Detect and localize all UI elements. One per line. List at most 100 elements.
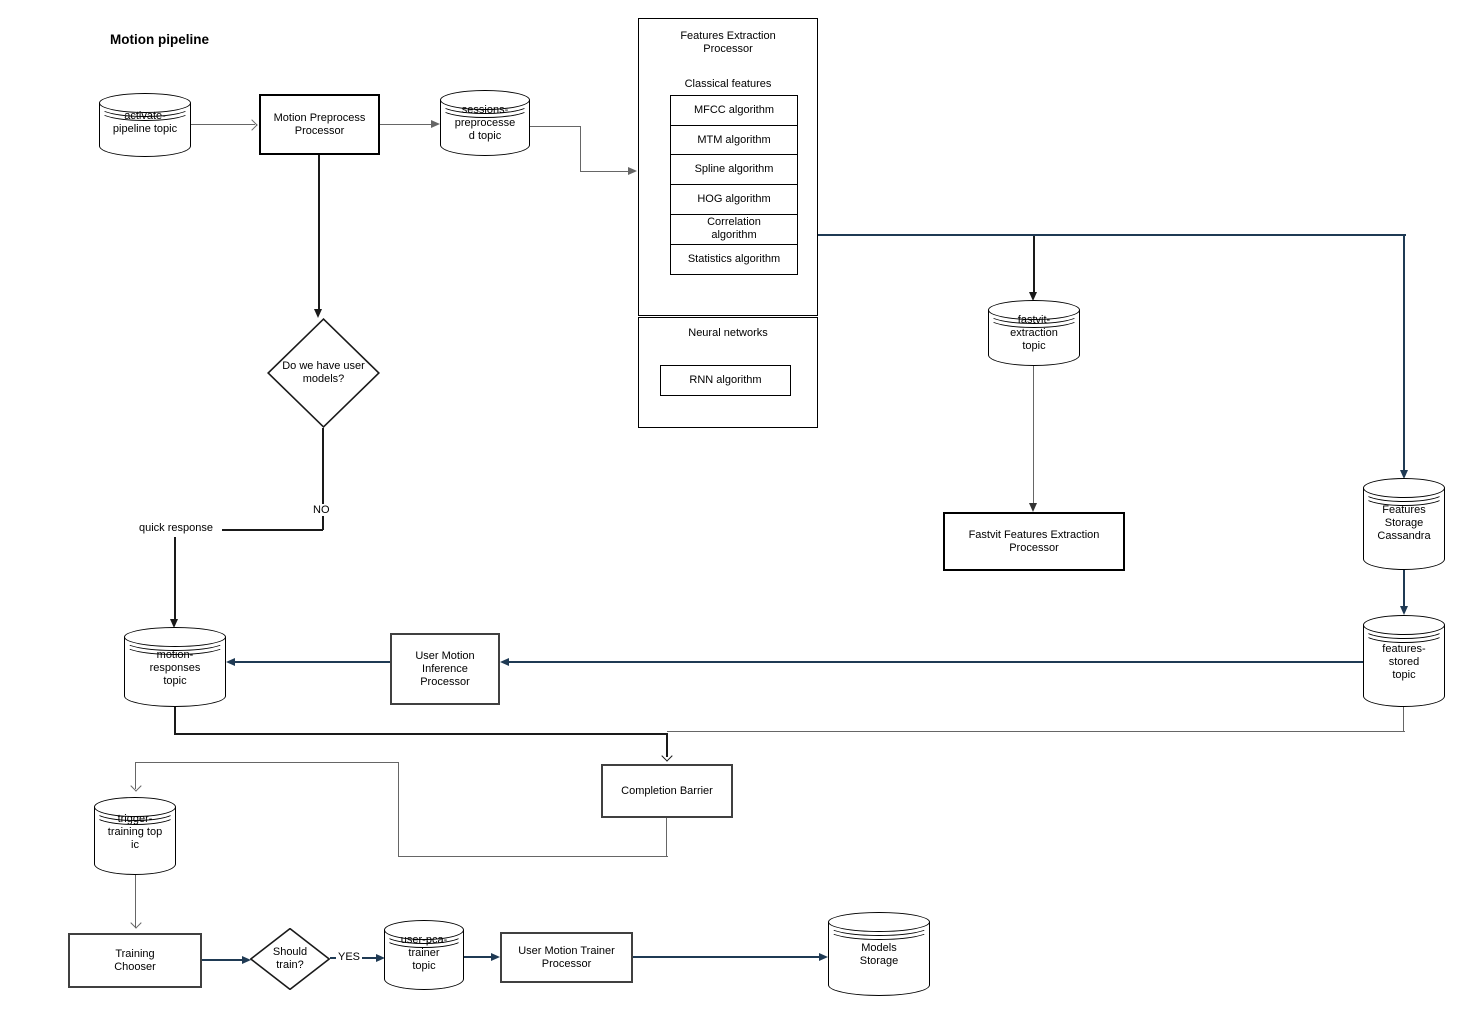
- features-box-title: Features Extraction Processor: [680, 30, 776, 55]
- node-hog-algorithm[interactable]: HOG algorithm: [670, 184, 798, 216]
- edge-features-stored-to-barrier: [1403, 707, 1405, 732]
- node-features-stored-topic[interactable]: features- stored topic: [1363, 615, 1445, 707]
- node-sessions-preprocessed-topic[interactable]: sessions- preprocesse d topic: [440, 90, 530, 156]
- node-label: fastvit- extraction topic: [1010, 314, 1058, 352]
- edge-yes-branch-arrow: [376, 953, 385, 962]
- diamond-shape: [250, 928, 330, 990]
- cylinder-arc: [1363, 623, 1445, 643]
- edge-chooser-to-should-train: [202, 959, 244, 962]
- edge-features-stored-to-barrier: [667, 731, 1405, 733]
- edge-features-stored-to-inference: [506, 661, 1363, 664]
- node-user-motion-trainer-processor[interactable]: User Motion Trainer Processor: [500, 932, 633, 983]
- cylinder-arc: [94, 805, 176, 825]
- edge-fastvit-topic-to-processor: [1033, 366, 1035, 506]
- edge-sessions-to-features: [580, 126, 582, 172]
- cylinder-arc: [988, 308, 1080, 328]
- edge-pca-to-trainer: [464, 956, 494, 959]
- node-label: Models Storage: [859, 942, 899, 967]
- algorithm-stack: MFCC algorithm MTM algorithm Spline algo…: [670, 95, 798, 275]
- edge-features-to-fastvit-topic-arrow: [1029, 292, 1037, 301]
- edge-trigger-to-chooser-arrow: [130, 917, 142, 929]
- edge-preprocess-to-decision: [318, 155, 320, 311]
- node-models-storage[interactable]: Models Storage: [828, 912, 930, 996]
- node-user-pca-trainer-topic[interactable]: user-pca- trainer topic: [384, 920, 464, 990]
- edge-features-to-cassandra: [818, 234, 1406, 237]
- edge-motion-responses-to-barrier: [174, 707, 176, 734]
- edge-barrier-to-trigger: [666, 818, 668, 857]
- edge-inference-to-motion-responses: [234, 661, 390, 664]
- edge-trainer-to-models: [633, 956, 821, 959]
- node-neural-networks-section[interactable]: Neural networks RNN algorithm: [638, 317, 818, 428]
- no-label: NO: [311, 504, 332, 516]
- node-label: sessions- preprocesse d topic: [454, 104, 516, 142]
- edge-sessions-to-features: [580, 171, 629, 173]
- node-label: motion- responses topic: [149, 649, 201, 687]
- node-label: features- stored topic: [1382, 643, 1426, 681]
- node-training-chooser[interactable]: Training Chooser: [68, 933, 202, 988]
- node-correlation-algorithm[interactable]: Correlation algorithm: [670, 213, 798, 245]
- cylinder-arc: [1363, 486, 1445, 506]
- node-label: trigger- training top ic: [107, 813, 163, 851]
- cylinder-arc: [384, 928, 464, 948]
- node-spline-algorithm[interactable]: Spline algorithm: [670, 154, 798, 186]
- edge-preprocess-to-sessions: [380, 124, 432, 126]
- edge-features-to-fastvit-topic: [1033, 236, 1035, 294]
- neural-section-title: Neural networks: [688, 327, 768, 339]
- node-trigger-training-topic[interactable]: trigger- training top ic: [94, 797, 176, 875]
- edge-fastvit-topic-to-processor-arrow: [1029, 503, 1037, 512]
- edge-cassandra-to-features-stored-arrow: [1400, 606, 1408, 615]
- edge-no-branch-arrow: [170, 619, 178, 628]
- edge-no-branch: [174, 537, 176, 621]
- edge-preprocess-to-sessions-arrow: [431, 120, 440, 128]
- node-activate-pipeline-topic[interactable]: activate- pipeline topic: [99, 93, 191, 157]
- node-rnn-algorithm[interactable]: RNN algorithm: [660, 365, 791, 396]
- node-label: Training Chooser: [114, 947, 156, 973]
- node-completion-barrier[interactable]: Completion Barrier: [601, 764, 733, 818]
- edge-into-barrier: [666, 733, 668, 757]
- edge-no-branch: [222, 529, 323, 531]
- edge-inference-to-motion-responses-arrow: [226, 658, 235, 666]
- edge-trigger-to-chooser: [135, 875, 137, 928]
- edge-barrier-to-trigger: [398, 856, 668, 858]
- edge-motion-responses-to-barrier: [174, 733, 667, 735]
- node-statistics-algorithm[interactable]: Statistics algorithm: [670, 243, 798, 275]
- node-label: User Motion Trainer Processor: [518, 944, 615, 970]
- edge-cassandra-to-features-stored: [1403, 570, 1406, 609]
- yes-label: YES: [336, 951, 363, 963]
- cylinder-arc: [99, 101, 191, 121]
- node-label: Features Storage Cassandra: [1377, 504, 1431, 542]
- edge-pca-to-trainer-arrow: [491, 952, 500, 961]
- quick-response-label: quick response: [137, 522, 215, 534]
- node-mfcc-algorithm[interactable]: MFCC algorithm: [670, 95, 798, 126]
- node-label: Do we have user models?: [282, 360, 365, 385]
- edge-features-stored-to-inference-arrow: [500, 658, 509, 666]
- node-motion-responses-topic[interactable]: motion- responses topic: [124, 627, 226, 707]
- cylinder-arc: [124, 635, 226, 655]
- edge-features-to-cassandra-arrow: [1400, 470, 1408, 479]
- cylinder-arc: [440, 98, 530, 118]
- edge-barrier-to-trigger: [398, 762, 400, 857]
- node-fastvit-features-extraction-processor[interactable]: Fastvit Features Extraction Processor: [943, 512, 1125, 571]
- node-user-models-decision[interactable]: Do we have user models?: [267, 318, 380, 428]
- node-label: user-pca- trainer topic: [400, 934, 448, 972]
- edge-trainer-to-models-arrow: [819, 952, 828, 961]
- diamond-shape: [267, 318, 380, 428]
- edge-features-to-cassandra: [1403, 234, 1406, 474]
- node-features-storage-cassandra[interactable]: Features Storage Cassandra: [1363, 478, 1445, 570]
- edge-preprocess-to-decision-arrow: [314, 309, 322, 318]
- node-label: activate- pipeline topic: [112, 110, 178, 135]
- node-fastvit-extraction-topic[interactable]: fastvit- extraction topic: [988, 300, 1080, 366]
- node-features-extraction-processor[interactable]: Features Extraction Processor Classical …: [638, 18, 818, 316]
- edge-activate-to-preprocess: [191, 124, 255, 126]
- edge-no-branch: [322, 428, 324, 530]
- edge-into-barrier-arrow: [661, 750, 673, 762]
- diagram-title: Motion pipeline: [110, 32, 209, 47]
- node-mtm-algorithm[interactable]: MTM algorithm: [670, 124, 798, 156]
- node-label: User Motion Inference Processor: [415, 649, 475, 688]
- node-user-motion-inference-processor[interactable]: User Motion Inference Processor: [390, 633, 500, 705]
- node-should-train-decision[interactable]: Should train?: [250, 928, 330, 990]
- edge-sessions-to-features-arrow: [628, 167, 637, 175]
- node-motion-preprocess-processor[interactable]: Motion Preprocess Processor: [259, 94, 380, 155]
- features-box-subtitle: Classical features: [684, 78, 772, 90]
